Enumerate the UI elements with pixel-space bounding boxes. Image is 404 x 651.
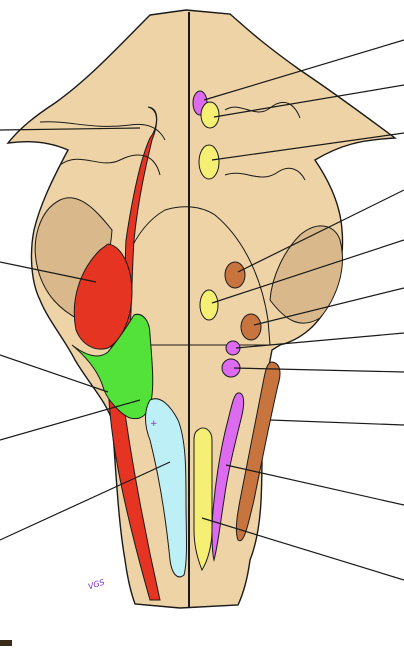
corner-mark	[0, 640, 12, 646]
leader-line-left-5	[0, 461, 171, 541]
column-yellow	[193, 427, 213, 572]
leader-line-right-2	[213, 84, 404, 118]
column-violet	[211, 392, 245, 561]
leader-line-left-2	[0, 261, 97, 283]
nucleus-yellow-lower	[199, 289, 219, 321]
leader-line-left-1	[0, 127, 141, 131]
lateral-lobe-right	[269, 225, 343, 324]
leader-line-left-3	[0, 354, 109, 393]
nucleus-yellow-upper	[200, 101, 220, 129]
leader-line-right-9	[269, 419, 404, 426]
sulcus-left-lower	[59, 154, 161, 176]
sulcus-left-upper	[39, 121, 166, 141]
leader-line-right-7	[235, 332, 404, 349]
leader-line-right-10	[225, 464, 404, 506]
leader-line-right-4	[237, 189, 404, 273]
sulcus-right-lower	[224, 167, 306, 181]
leader-line-right-11	[201, 517, 404, 581]
leader-lines-left	[0, 127, 171, 541]
leader-line-right-8	[233, 367, 404, 373]
leader-line-right-3	[211, 132, 404, 161]
nucleus-brown-upper	[224, 261, 246, 289]
nucleus-yellow-middle	[198, 144, 220, 180]
leader-line-right-5	[211, 239, 404, 304]
cyan-marker: +	[150, 419, 158, 429]
leader-line-right-1	[203, 39, 404, 101]
leader-line-left-4	[0, 399, 141, 441]
cyan-region	[145, 398, 187, 578]
leader-line-right-6	[253, 287, 404, 326]
nucleus-brown-lower	[240, 313, 262, 341]
red-body	[73, 243, 133, 350]
leader-lines-right	[201, 39, 404, 581]
column-brown	[235, 361, 281, 542]
green-region	[71, 313, 154, 420]
red-tract	[107, 106, 161, 601]
